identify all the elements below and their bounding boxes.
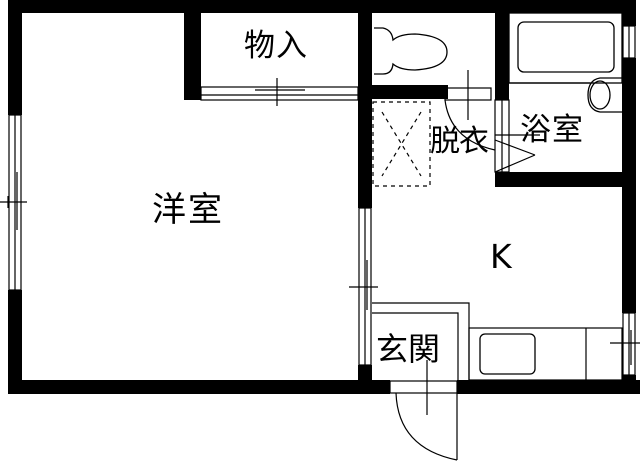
room-label-western: 洋室 <box>152 190 224 230</box>
room-label-entrance: 玄関 <box>376 330 441 368</box>
toilet-icon <box>374 27 448 75</box>
room-label-storage: 物入 <box>244 28 308 64</box>
washbasin-icon <box>587 77 622 113</box>
laundry-space-icon <box>372 101 431 187</box>
sink-icon <box>479 333 536 375</box>
bathtub-icon <box>508 12 623 84</box>
door-swing-icon <box>389 360 458 461</box>
windows <box>0 25 640 376</box>
walls <box>8 0 640 394</box>
dressing-door-icon <box>444 70 496 151</box>
room-label-kitchen: K <box>490 237 512 276</box>
room-label-dressing: 脱衣 <box>430 124 489 159</box>
bath-door-icon <box>494 99 540 173</box>
kitchen-counter <box>468 327 623 381</box>
room-label-bath: 浴室 <box>520 112 584 148</box>
